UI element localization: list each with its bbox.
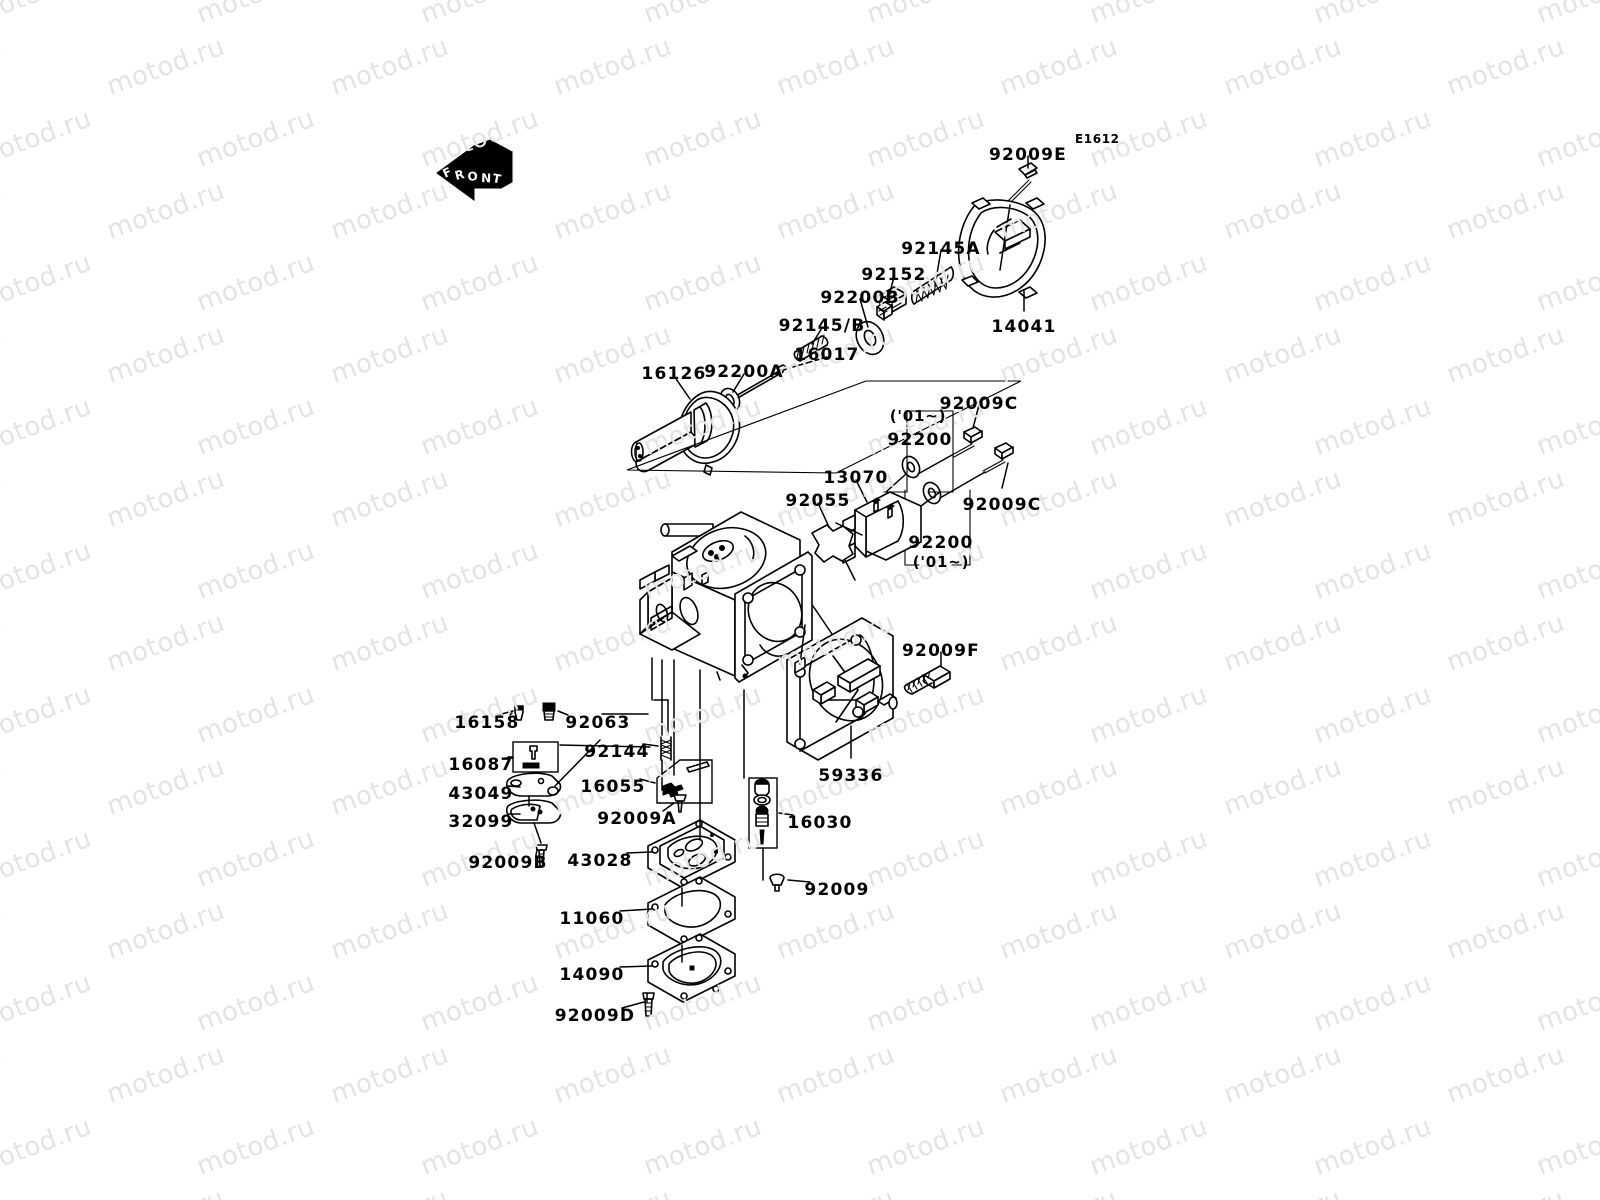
part-number-16087: 16087	[448, 755, 514, 775]
part-16087-kit	[512, 741, 559, 773]
part-number-43049: 43049	[448, 784, 514, 804]
part-number-92009B: 92009B	[468, 853, 548, 873]
part-92009C-screws	[951, 426, 1014, 474]
part-92055-gasket	[811, 524, 854, 563]
part-14090-cover	[647, 933, 736, 1003]
part-number-14041: 14041	[991, 317, 1057, 337]
part-number-14090: 14090	[559, 965, 625, 985]
part-number-92152: 92152	[861, 265, 927, 285]
year-annotation-yr_top: ('01~)	[889, 407, 947, 425]
svg-text:N: N	[481, 171, 492, 185]
part-16055-kit	[656, 759, 713, 804]
year-annotation-yr_bottom: ('01~)	[912, 553, 970, 571]
reference-code: E1612	[1075, 132, 1120, 146]
svg-text:R: R	[453, 167, 465, 183]
part-number-11060: 11060	[559, 909, 625, 929]
part-11060-gasket	[647, 876, 736, 946]
part-92152-jet	[876, 286, 907, 321]
part-number-92145A: 92145A	[901, 239, 981, 259]
part-number-92009C: 92009C	[939, 394, 1019, 414]
part-92145A-spring	[910, 266, 955, 305]
part-number-92009A: 92009A	[597, 809, 677, 829]
part-number-16158: 16158	[454, 713, 520, 733]
part-43028-diaphragm	[647, 819, 736, 889]
part-carburetor-body	[639, 511, 813, 683]
part-16030-needle-valve	[748, 777, 778, 849]
part-number-59336: 59336	[818, 766, 884, 786]
part-92009-screw	[769, 873, 785, 892]
part-92009D-screw	[642, 992, 655, 1017]
svg-text:O: O	[467, 169, 479, 184]
part-number-92009E: 92009E	[989, 145, 1067, 165]
part-number-16017: 16017	[794, 345, 860, 365]
part-14041-cover	[957, 197, 1046, 299]
part-number-16030: 16030	[787, 813, 853, 833]
part-number-92200A: 92200A	[704, 362, 784, 382]
part-92009F-screw	[903, 665, 951, 695]
part-number-13070: 13070	[823, 468, 889, 488]
part-43049-plate	[505, 772, 562, 797]
part-number-32099: 32099	[448, 812, 514, 832]
part-92144-spring	[660, 736, 672, 761]
part-number-92055: 92055	[785, 491, 851, 511]
part-59336-fuel-pump	[786, 617, 898, 761]
part-number-92063: 92063	[565, 713, 631, 733]
part-number-92145B: 92145/B	[778, 316, 866, 336]
svg-text:T: T	[491, 171, 502, 186]
part-92009B-screw	[535, 844, 548, 867]
part-16158-plug	[514, 705, 524, 721]
part-number-92009C: 92009C	[962, 495, 1042, 515]
part-number-92200: 92200	[887, 430, 953, 450]
part-number-92009: 92009	[804, 880, 870, 900]
part-number-92200B: 92200B	[820, 288, 900, 308]
part-16126-choke-assembly	[630, 390, 741, 476]
part-92009A-screw	[673, 794, 687, 813]
part-number-16055: 16055	[580, 777, 646, 797]
part-number-43028: 43028	[567, 851, 633, 871]
leader-lines	[497, 155, 1029, 1009]
plate-outline-16126	[626, 380, 1022, 474]
part-number-92009D: 92009D	[554, 1006, 636, 1026]
part-32099-plate	[505, 799, 562, 824]
part-number-92009F: 92009F	[902, 641, 980, 661]
part-92063-jet	[542, 702, 556, 721]
part-number-16126: 16126	[641, 364, 707, 384]
front-arrow-icon: F R O N T	[436, 139, 514, 201]
part-92145B-spring	[793, 334, 829, 362]
part-92009E-screw	[1006, 162, 1038, 205]
part-number-92144: 92144	[584, 742, 650, 762]
part-92200B-washer	[855, 320, 885, 356]
part-number-92200: 92200	[908, 533, 974, 553]
